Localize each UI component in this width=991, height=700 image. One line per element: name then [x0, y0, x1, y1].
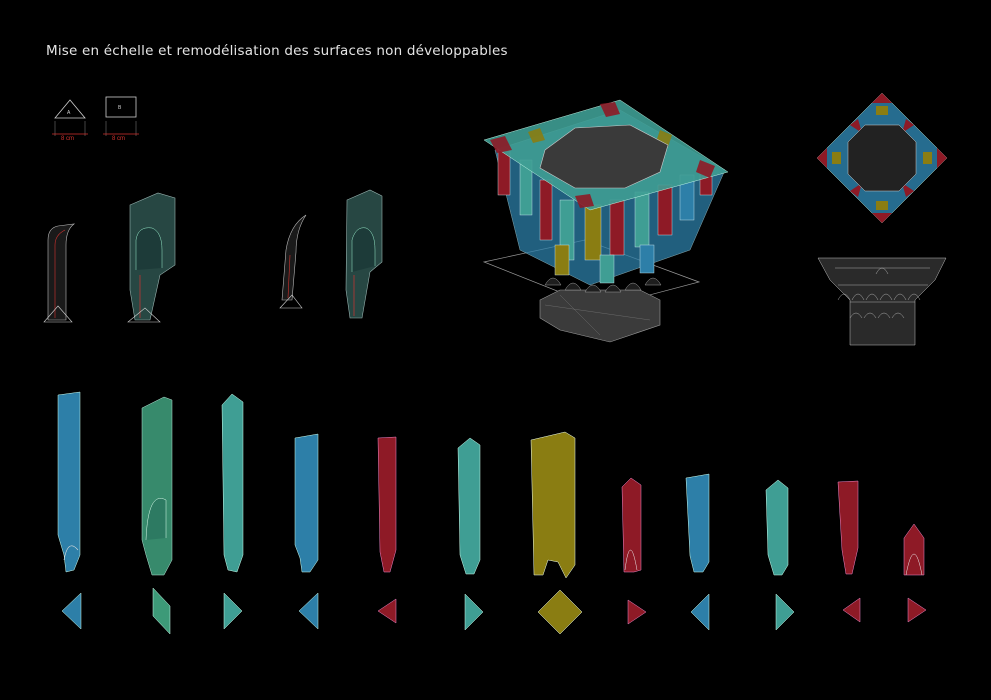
- piece-teal-3: [765, 479, 789, 576]
- section-red-2: [627, 599, 647, 625]
- page-title: Mise en échelle et remodélisation des su…: [46, 43, 508, 59]
- section-blue-3: [690, 593, 710, 631]
- piece-red-2: [621, 477, 642, 573]
- section-teal-2: [464, 593, 484, 631]
- scale-legend: A 8 cm B 8 cm: [52, 96, 139, 142]
- module-wireframe-3: [279, 214, 307, 309]
- piece-red-3: [837, 480, 859, 575]
- section-red-3: [842, 597, 861, 623]
- square-dimension-label: 8 cm: [112, 136, 125, 142]
- piece-red-4: [903, 523, 925, 576]
- capital-plan-view: [816, 92, 948, 224]
- section-blue-2: [298, 592, 319, 630]
- section-teal-1: [223, 592, 243, 630]
- section-blue-1: [61, 592, 82, 630]
- piece-blue-2: [294, 433, 319, 573]
- triangle-module-icon: A 8 cm: [52, 99, 88, 142]
- capital-elevation-view: [817, 257, 947, 346]
- section-teal-3: [775, 593, 795, 631]
- module-wireframe-4: [345, 189, 383, 319]
- square-module-icon: B 8 cm: [103, 96, 139, 142]
- piece-teal-1: [221, 393, 244, 573]
- section-green-1: [152, 587, 171, 635]
- piece-teal-2: [457, 437, 481, 575]
- section-red-4: [907, 597, 927, 623]
- piece-blue-3: [685, 473, 710, 573]
- triangle-letter: A: [67, 110, 71, 116]
- section-yellow-1: [537, 589, 583, 635]
- piece-yellow-1: [530, 431, 576, 579]
- muqarnas-capital-3d: [482, 99, 729, 343]
- module-wireframe-1: [43, 223, 76, 323]
- piece-green-1: [141, 396, 173, 576]
- triangle-dimension-label: 8 cm: [61, 136, 74, 142]
- piece-blue-1: [57, 391, 81, 573]
- section-red-1: [377, 598, 397, 624]
- module-wireframe-2: [127, 192, 176, 323]
- piece-red-1: [377, 436, 397, 573]
- square-letter: B: [118, 105, 122, 111]
